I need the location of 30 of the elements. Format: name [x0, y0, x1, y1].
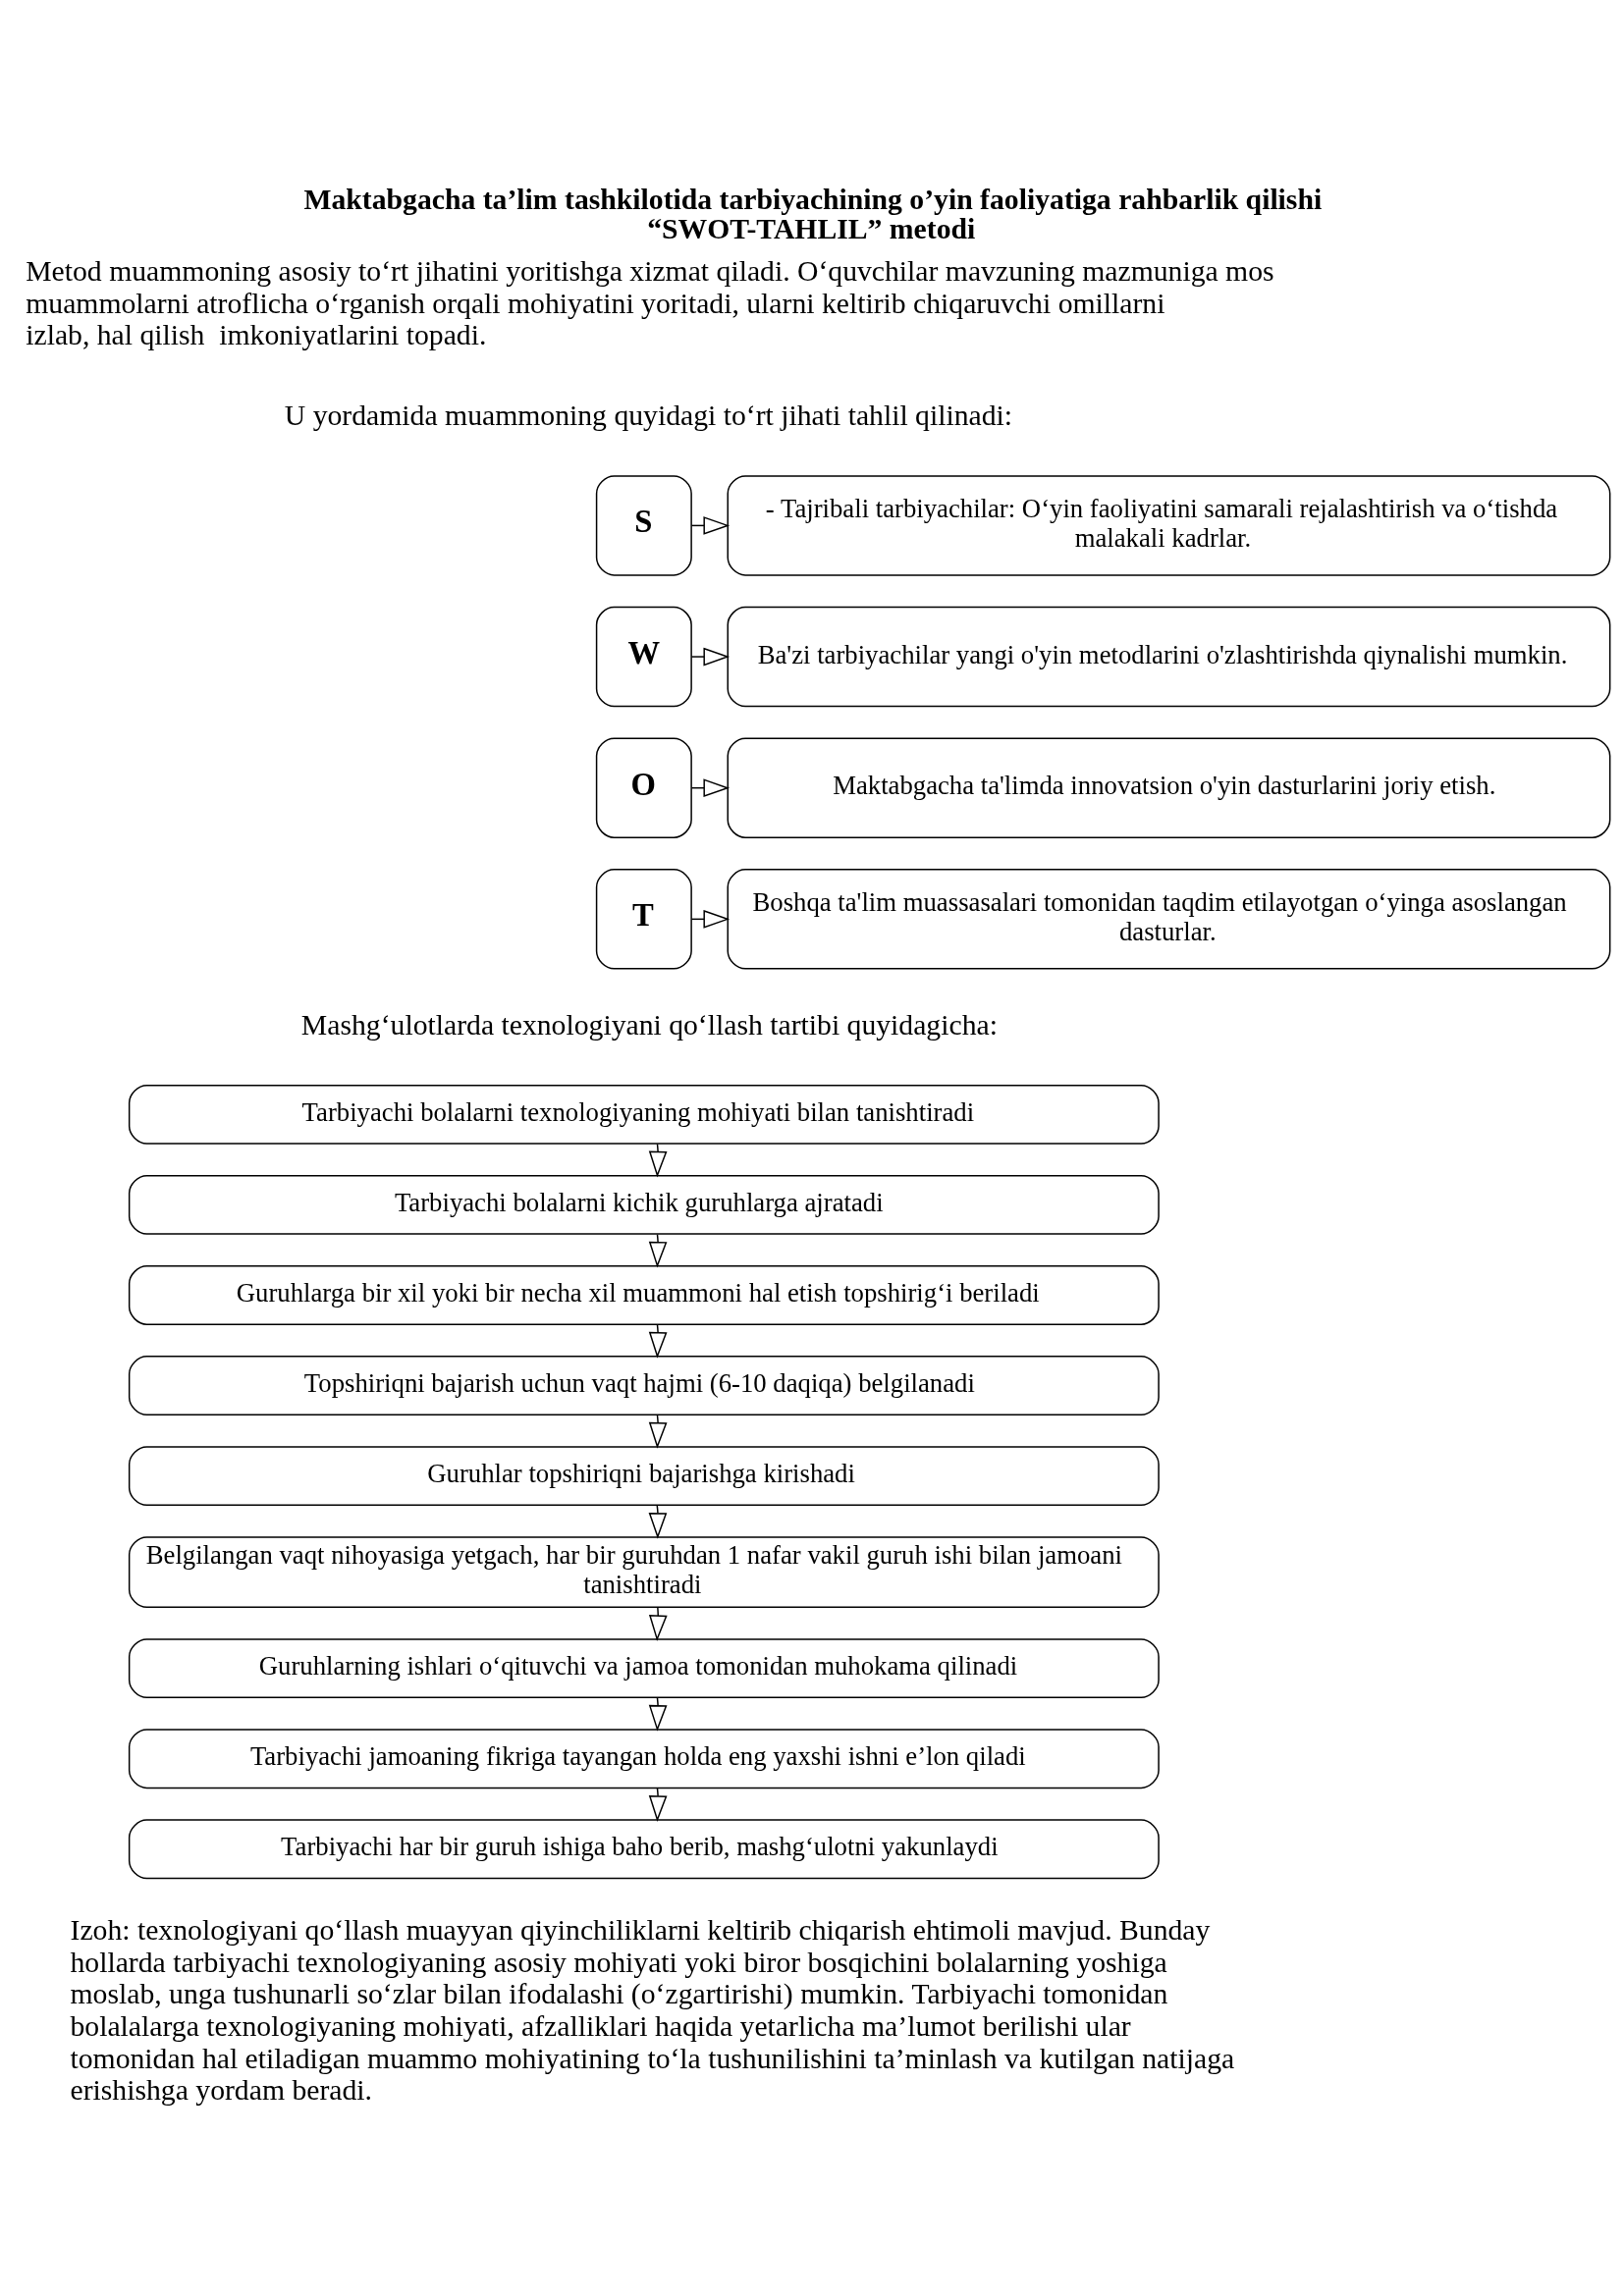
- label: Metod muammoning asosiy to‘rt jihatini yoritishga xizmat qiladi. O‘quvchilar mavzuning mazmuniga mos muammolarni atroflicha o‘rganish orqali mohiyatini yoritadi, ularni keltirib chiqaruvchi omillarni izlab, hal qilish imkoniyatlarini topadi.: [26, 254, 1274, 351]
- node-box: Tarbiyachi bolalarni texnologiyaning mohiyati bilan tanishtiradi: [128, 1084, 1160, 1145]
- node-box: Tarbiyachi bolalarni kichik guruhlarga ajratadi: [128, 1174, 1160, 1235]
- node-box: Maktabgacha ta'limda innovatsion o'yin dasturlarini joriy etish.: [727, 737, 1611, 838]
- arrow: [648, 1414, 668, 1449]
- arrow: [648, 1143, 668, 1178]
- node-box: Topshiriqni bajarish uchun vaqt hajmi (6-10 daqiqa) belgilanadi: [128, 1356, 1160, 1415]
- node-box: Ba'zi tarbiyachilar yangi o'yin metodlarini o'zlashtirishda qiynalishi mumkin.: [727, 606, 1611, 708]
- arrow: [648, 1233, 668, 1268]
- diagram-title: Maktabgacha ta’lim tashkilotida tarbiyachining o’yin faoliyatiga rahbarlik qilishi “SWOT-TAHLIL” metodi: [303, 184, 1323, 244]
- arrow: [648, 1697, 668, 1732]
- node-box: Guruhlarning ishlari o‘qituvchi va jamoa tomonidan muhokama qilinadi: [128, 1638, 1160, 1699]
- label: Izoh: texnologiyani qo‘llash muayyan qiyinchiliklarni keltirib chiqarish ehtimoli mavjud. Bunday hollarda tarbiyachi texnologiyaning asosiy mohiyati yoki biror bosqichini bolalarning yoshiga moslab, unga tushunarli so‘zlar bilan ifodalashi (o‘zgartirishi) mumkin. Tarbiyachi tomonidan bolalalarga texnologiyaning mohiyati, afzalliklari haqida yetarlicha ma’lumot berilishi ular tomonidan hal etiladigan muammo mohiyatining to‘la tushunilishini ta’minlash va kutilgan natijaga erishishga yordam beradi.: [70, 1913, 1235, 2107]
- node-box: - Tajribali tarbiyachilar: O‘yin faoliyatini samarali rejalashtirish va o‘tishda malakali kadrlar.: [727, 475, 1611, 576]
- label: Mashg‘ulotlarda texnologiyani qo‘llash tartibi quyidagicha:: [300, 1008, 998, 1041]
- label: U yordamida muammoning quyidagi to‘rt jihati tahlil qilinadi:: [284, 399, 1013, 431]
- node-box: Belgilangan vaqt nihoyasiga yetgach, har bir guruhdan 1 nafar vakil guruh ishi bilan jamoani tanishtiradi: [128, 1536, 1160, 1609]
- arrow: [648, 1606, 668, 1642]
- node-box: Guruhlarga bir xil yoki bir necha xil muammoni hal etish topshirig‘i beriladi: [128, 1265, 1160, 1325]
- arrow: [648, 1788, 668, 1822]
- node-box: Tarbiyachi jamoaning fikriga tayangan holda eng yaxshi ishni e’lon qiladi: [128, 1729, 1160, 1789]
- node-box: Guruhlar topshiriqni bajarishga kirishadi: [128, 1446, 1160, 1507]
- node-box: W: [595, 606, 692, 708]
- arrow: [648, 1323, 668, 1359]
- node-box: S: [595, 475, 692, 576]
- node-box: O: [595, 737, 692, 838]
- node-box: Tarbiyachi har bir guruh ishiga baho berib, mashg‘ulotni yakunlaydi: [128, 1819, 1160, 1880]
- node-box: Boshqa ta'lim muassasalari tomonidan taqdim etilayotgan o‘yinga asoslangan dasturlar.: [727, 869, 1611, 970]
- arrow: [690, 647, 731, 667]
- node-box: T: [595, 869, 692, 970]
